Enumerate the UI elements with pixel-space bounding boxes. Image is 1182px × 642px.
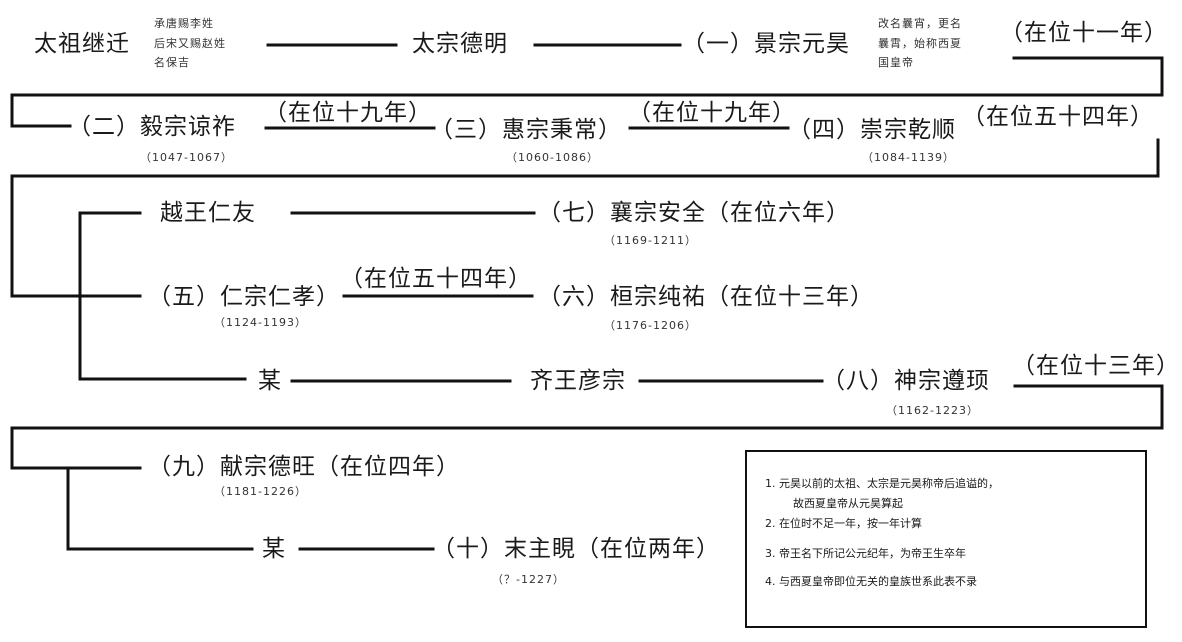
huizong-years: （1060-1086） — [506, 151, 599, 164]
mou-1: 某 — [258, 368, 282, 394]
taizong-deming: 太宗德明 — [412, 31, 508, 57]
yuewang-renyou: 越王仁友 — [160, 200, 256, 226]
mou-2: 某 — [262, 536, 286, 562]
jingzong-yuanhao: （一）景宗元昊 — [682, 31, 850, 57]
chongzong-reign: （在位五十四年） — [962, 104, 1154, 130]
taizu-note-1: 承唐赐李姓 — [154, 17, 214, 30]
jingzong-note-3: 国皇帝 — [878, 56, 914, 69]
notes-box: 1. 元昊以前的太祖、太宗是元昊称帝后追谥的， 故西夏皇帝从元昊算起 2. 在位… — [745, 450, 1147, 628]
note-1-cont: 故西夏皇帝从元昊算起 — [793, 497, 903, 510]
shenzong-zunxu: （八）神宗遵顼 — [822, 368, 990, 394]
note-4: 4. 与西夏皇帝即位无关的皇族世系此表不录 — [765, 575, 977, 588]
taizu-note-2: 后宋又赐赵姓 — [154, 37, 226, 50]
huanzong-years: （1176-1206） — [604, 319, 697, 332]
shenzong-years: （1162-1223） — [886, 404, 979, 417]
jingzong-reign: （在位十一年） — [1000, 20, 1168, 46]
xiangzong-anquan: （七）襄宗安全（在位六年） — [538, 200, 850, 226]
yizong-liangzuo: （二）毅宗谅祚 — [68, 114, 236, 140]
connector-row3-row4 — [10, 384, 1164, 470]
chongzong-years: （1084-1139） — [862, 151, 955, 164]
huizong-bingchang: （三）惠宗秉常） — [430, 117, 622, 143]
shenzong-reign: （在位十三年） — [1012, 353, 1180, 379]
jingzong-note-1: 改名曩宵，更名 — [878, 17, 962, 30]
taizu-note-3: 名保吉 — [154, 56, 190, 69]
xianzong-years: （1181-1226） — [214, 485, 307, 498]
note-1: 1. 元昊以前的太祖、太宗是元昊称帝后追谥的， — [765, 477, 999, 490]
huizong-reign: （在位十九年） — [628, 100, 796, 126]
renzong-renxiao: （五）仁宗仁孝） — [148, 284, 340, 310]
connector-row1-row2 — [10, 56, 1164, 128]
mozhu-xian: （十）末主睍（在位两年） — [432, 536, 720, 562]
yizong-years: （1047-1067） — [140, 151, 233, 164]
note-3: 3. 帝王名下所记公元纪年，为帝王生卒年 — [765, 547, 966, 560]
note-2: 2. 在位时不足一年，按一年计算 — [765, 517, 922, 530]
mozhu-years: （？-1227） — [492, 573, 565, 586]
connector-row2-row3 — [10, 138, 1160, 298]
xianzong-dewang: （九）献宗德旺（在位四年） — [148, 454, 460, 480]
jingzong-note-2: 曩霄，始称西夏 — [878, 37, 962, 50]
xiangzong-years: （1169-1211） — [604, 234, 697, 247]
bracket-shenzong-sons — [66, 466, 254, 551]
renzong-reign: （在位五十四年） — [340, 266, 532, 292]
renzong-years: （1124-1193） — [214, 316, 307, 329]
qiwang-yanzong: 齐王彦宗 — [530, 368, 626, 394]
yizong-reign: （在位十九年） — [264, 100, 432, 126]
huanzong-chunyou: （六）桓宗纯祐（在位十三年） — [538, 284, 874, 310]
taizu-jiqian: 太祖继迁 — [34, 31, 130, 57]
bracket-renzong-sons — [78, 211, 247, 381]
chongzong-qianshun: （四）崇宗乾顺 — [788, 117, 956, 143]
